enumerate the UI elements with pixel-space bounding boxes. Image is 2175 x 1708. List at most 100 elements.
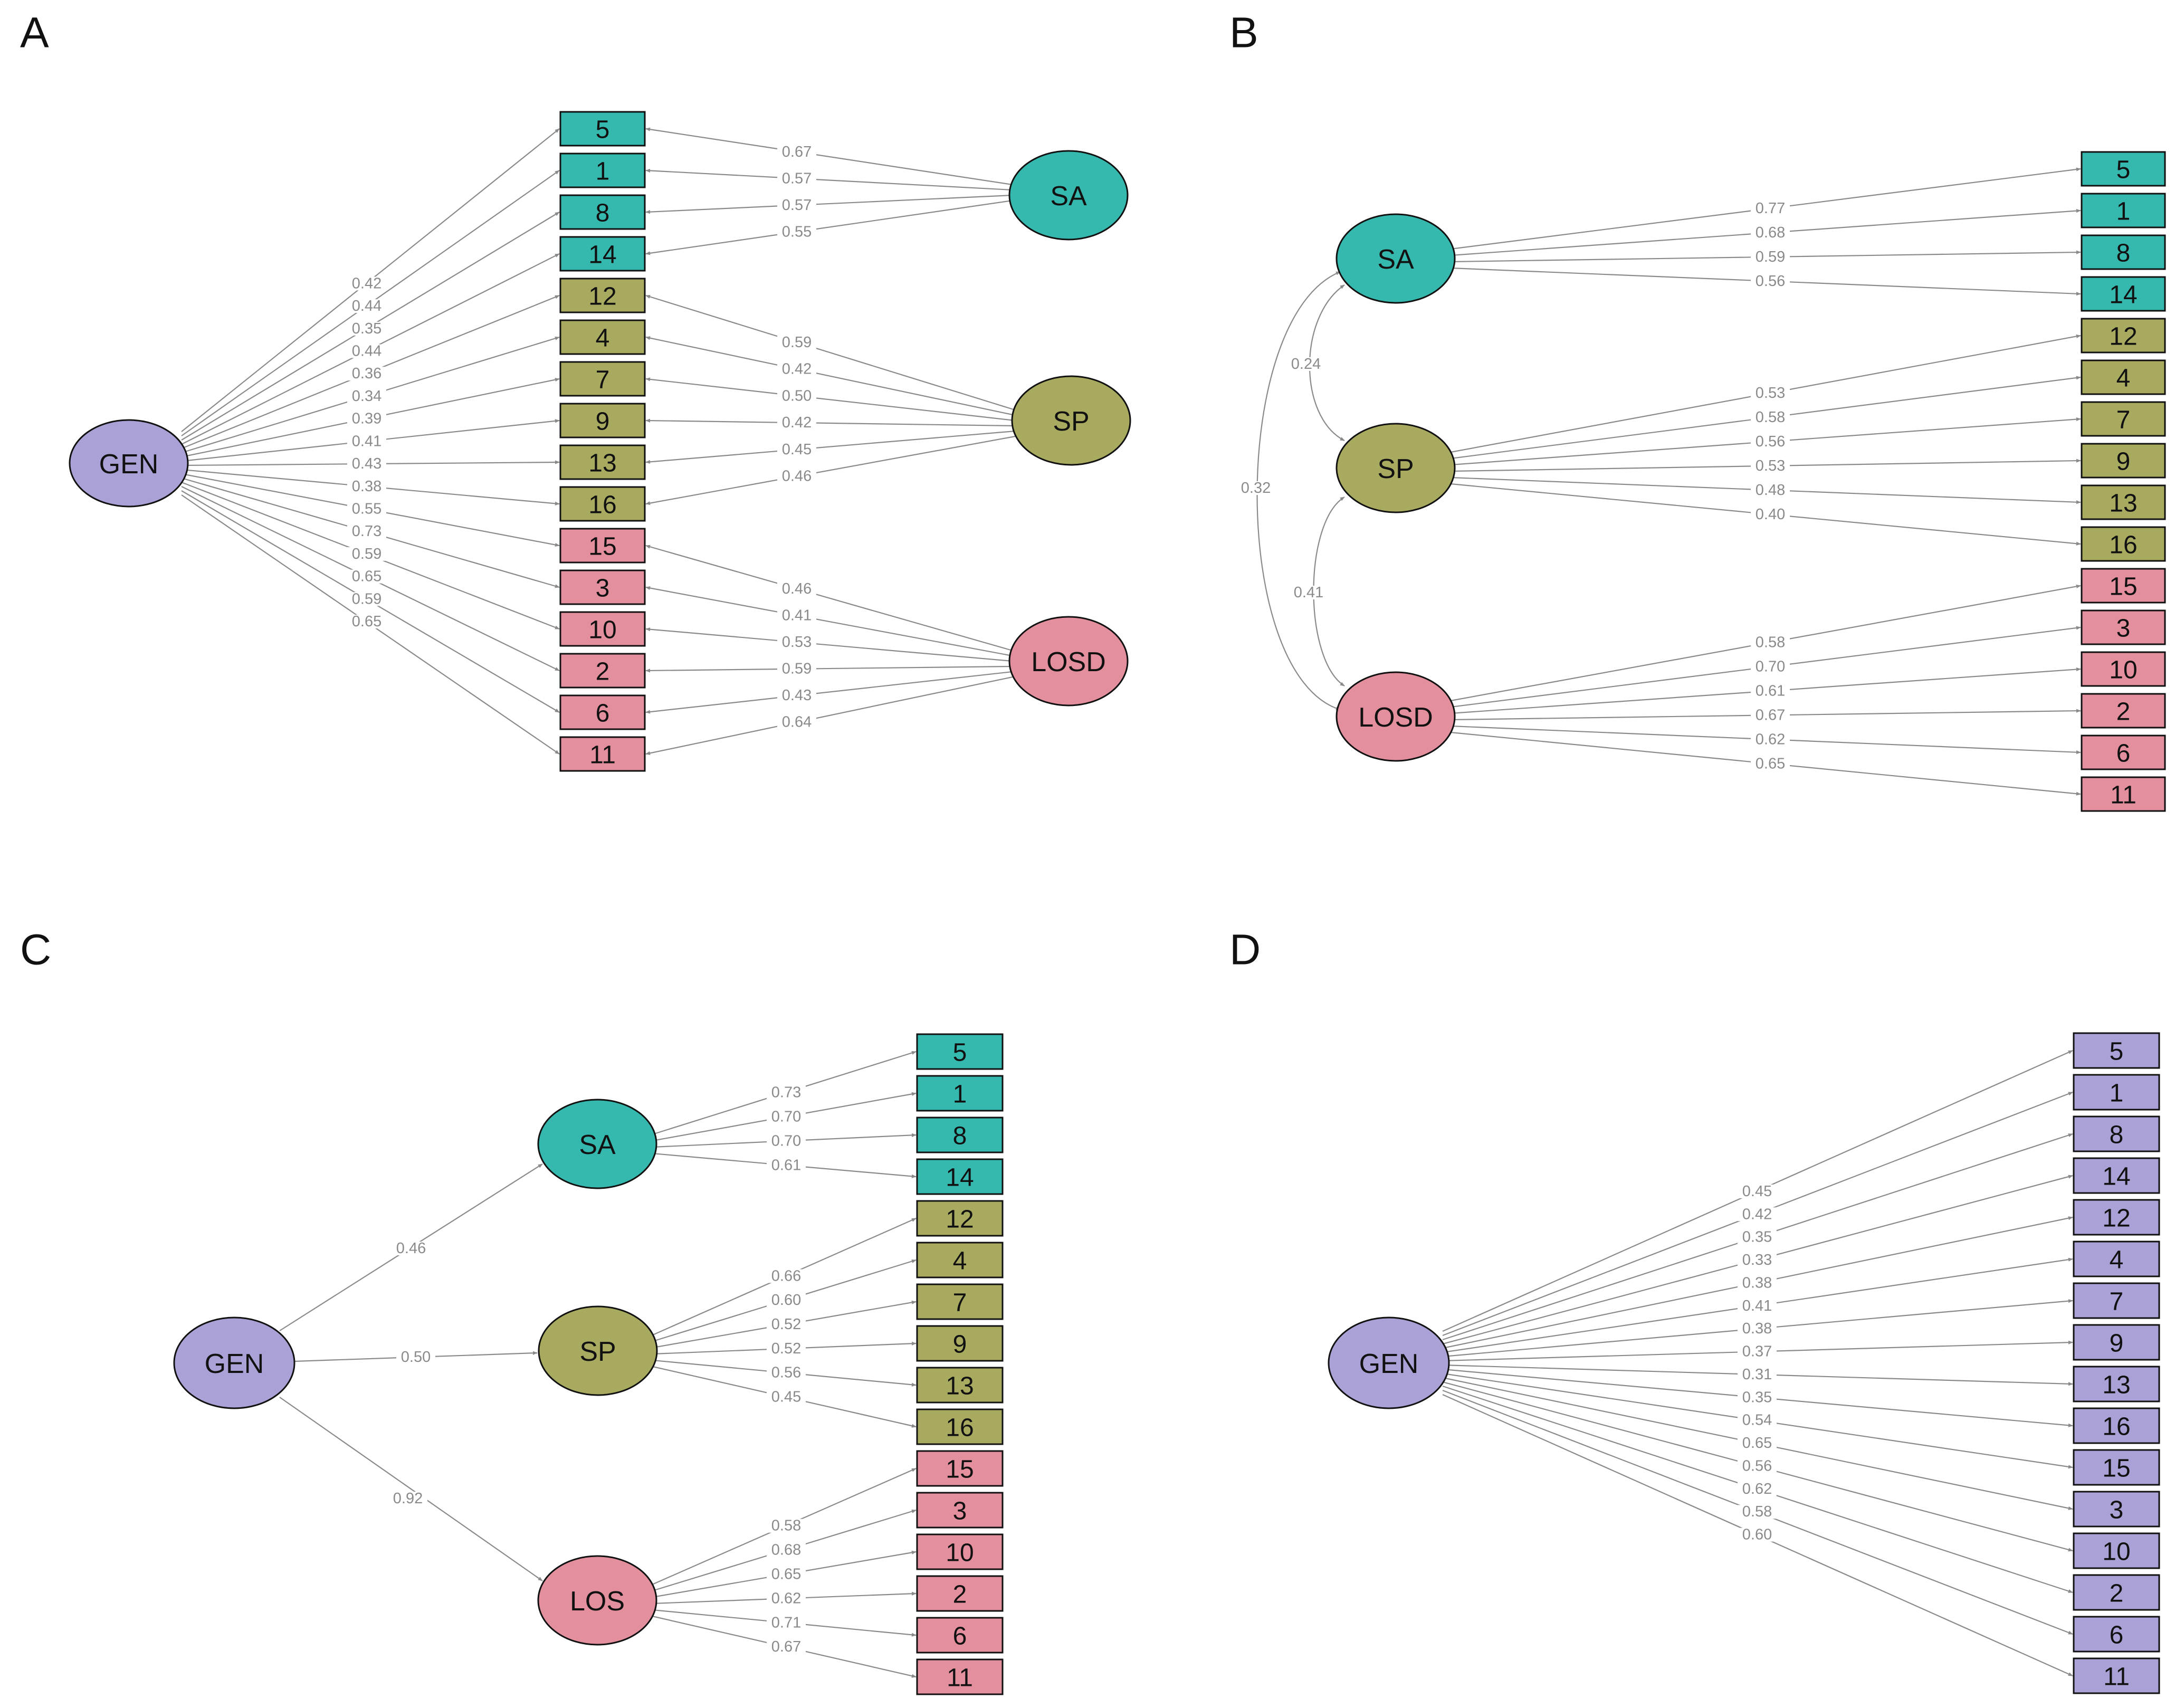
edge-label: 0.56 [1756, 433, 1785, 450]
latent-sa-label: SA [579, 1130, 616, 1160]
edge-label-bg [347, 434, 386, 449]
edge-label: 0.64 [782, 714, 812, 731]
edge-label: 0.35 [352, 320, 381, 337]
edge-label-bg [767, 1341, 806, 1356]
item-box [559, 319, 646, 355]
item-label: 15 [2102, 1455, 2130, 1483]
item-box [559, 111, 646, 147]
item-box [2073, 1157, 2160, 1194]
edge-label-bg [1751, 225, 1790, 240]
edge-label: 0.65 [771, 1566, 801, 1582]
edge-label: 0.62 [771, 1590, 801, 1607]
item-label: 6 [596, 700, 610, 728]
edge-label-bg [347, 299, 386, 313]
edge-label: 0.38 [352, 478, 381, 495]
edge-label: 0.67 [782, 144, 812, 160]
item-label: 16 [2102, 1413, 2130, 1441]
edge-label-bg [347, 569, 386, 584]
latent-sp [1335, 423, 1456, 513]
item-box [916, 1617, 1004, 1654]
edge-label-bg [777, 362, 816, 376]
edge-label-bg [767, 1616, 806, 1630]
edge-label: 0.39 [352, 411, 381, 427]
item-box [916, 1033, 1004, 1070]
edge-label: 0.50 [782, 387, 812, 404]
edge-label: 0.59 [352, 590, 381, 607]
edge-label: 0.37 [1742, 1343, 1772, 1360]
latent-sa-label: SA [1377, 244, 1414, 275]
edge-label-bg [777, 469, 816, 483]
specific-loading-edge [645, 671, 1013, 714]
latent-sp-label: SP [1377, 454, 1414, 484]
edge-label-bg [347, 479, 386, 493]
edge-label: 0.42 [782, 414, 812, 431]
edge-label-bg [347, 524, 386, 539]
edge-label-bg [1738, 1367, 1777, 1381]
item-label: 4 [2110, 1246, 2124, 1274]
edge-label-bg [347, 321, 386, 336]
specific-loading-edge [645, 676, 1013, 755]
specific-loading-edge [645, 586, 1013, 657]
specific-loading-edge [645, 294, 1016, 411]
edge-label-bg [1289, 586, 1328, 599]
edge-label-bg [347, 457, 386, 471]
edge-label-bg [1738, 1322, 1777, 1336]
item-label: 11 [2110, 781, 2136, 809]
item-box [559, 569, 646, 605]
edge-label-bg [1751, 201, 1790, 215]
item-label: 8 [596, 199, 610, 227]
edge-label: 0.31 [1742, 1366, 1772, 1383]
edge-label-bg [1738, 1459, 1777, 1473]
edge-label-bg [1738, 1299, 1777, 1313]
edge-label: 0.46 [782, 580, 812, 597]
edge-label: 0.62 [1742, 1481, 1772, 1497]
item-label: 9 [2116, 448, 2131, 476]
edge-label-bg [1751, 483, 1790, 497]
specific-loading-edge [645, 418, 1016, 427]
edge-label: 0.41 [782, 607, 812, 624]
item-box [916, 1200, 1004, 1237]
edge-label-bg [1751, 635, 1790, 650]
edge-label-bg [777, 171, 816, 186]
item-box [559, 611, 646, 647]
item-box [559, 194, 646, 230]
item-box [2081, 318, 2166, 354]
edge-label: 0.56 [1756, 273, 1785, 290]
edge-label-bg [347, 615, 386, 629]
edge-label: 0.44 [352, 298, 381, 314]
item-label: 5 [2110, 1038, 2124, 1066]
edge-label: 0.41 [1294, 584, 1323, 601]
edge-label: 0.50 [401, 1349, 431, 1366]
item-label: 13 [946, 1372, 974, 1400]
edge-label: 0.52 [771, 1340, 801, 1357]
edge-label: 0.59 [782, 661, 812, 678]
edge-label: 0.58 [1756, 409, 1785, 426]
item-box [559, 444, 646, 480]
edge-label: 0.73 [771, 1084, 801, 1101]
edge-label: 0.41 [1742, 1297, 1772, 1314]
edge-label: 0.52 [771, 1316, 801, 1333]
item-label: 1 [2110, 1080, 2124, 1108]
item-label: 1 [596, 158, 610, 186]
item-label: 11 [2103, 1663, 2130, 1691]
edge-label: 0.46 [782, 467, 812, 484]
latent-gen-label: GEN [205, 1349, 264, 1379]
item-label: 16 [2109, 531, 2137, 559]
item-label: 5 [953, 1039, 967, 1067]
edge-label: 0.65 [1756, 755, 1785, 772]
item-box [916, 1492, 1004, 1529]
item-label: 7 [596, 366, 610, 394]
edge-label-bg [1751, 410, 1790, 424]
item-box [559, 278, 646, 313]
edge-label-bg [1751, 757, 1790, 771]
item-box [916, 1658, 1004, 1695]
item-label: 1 [2116, 198, 2131, 226]
item-label: 4 [953, 1247, 967, 1275]
item-label: 13 [2102, 1371, 2130, 1399]
edge-label: 0.58 [1756, 634, 1785, 651]
edge-label-bg [1738, 1184, 1777, 1198]
edge-label-bg [777, 715, 816, 729]
panel-d: D0.450.420.350.330.380.410.380.370.310.3… [1229, 926, 2160, 1694]
latent-losd [1335, 671, 1456, 762]
edge-label-bg [347, 592, 386, 606]
